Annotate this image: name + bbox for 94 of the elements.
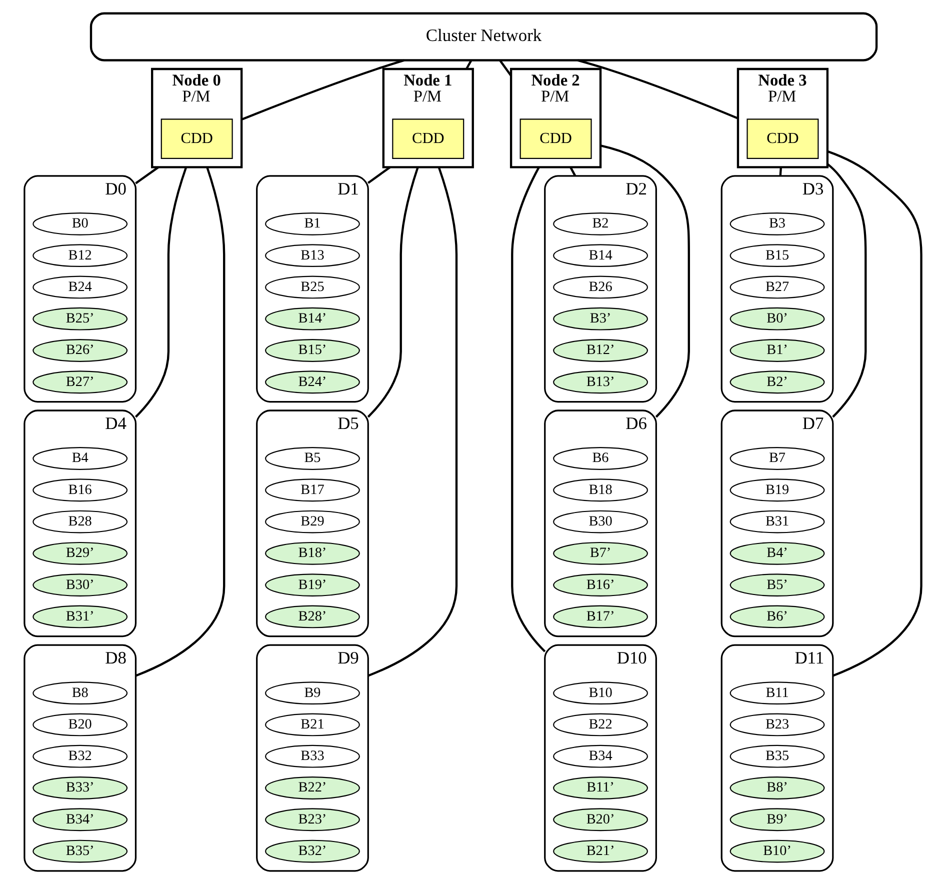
node-ellipse: B24’	[265, 370, 360, 394]
connector	[499, 59, 512, 76]
node-ellipse: B28	[32, 510, 128, 533]
node-ellipse: B9	[265, 681, 360, 704]
node-label: Node 2	[531, 70, 580, 89]
node-ellipse: B32	[32, 744, 128, 768]
node-ellipse: B4	[32, 446, 128, 470]
node-ellipse: B15	[730, 244, 825, 267]
node-ellipse: B14	[553, 244, 648, 267]
node-ellipse: B20	[32, 712, 128, 736]
connector	[368, 166, 458, 676]
node-ellipse: B23	[730, 712, 825, 736]
node-ellipse: B3’	[553, 306, 648, 330]
connector	[465, 60, 472, 70]
node-ellipse: B19’	[265, 573, 360, 596]
connector	[134, 166, 188, 418]
node-ellipse: B7’	[553, 541, 648, 564]
node-ellipse: B8	[32, 681, 128, 704]
node-ellipse: B11’	[553, 776, 648, 799]
node-ellipse: B8’	[730, 776, 825, 799]
connector	[826, 162, 867, 418]
node-ellipse: B35’	[32, 839, 128, 862]
node-ellipse: B29	[265, 510, 360, 533]
node-ellipse: B0	[32, 212, 128, 235]
connector	[135, 166, 226, 676]
node-ellipse: B25	[265, 275, 360, 298]
connector	[570, 166, 576, 176]
node-ellipse: B12	[32, 244, 128, 267]
node-ellipse: B1	[265, 212, 360, 235]
node-ellipse: B30’	[32, 573, 128, 596]
node-ellipse: B6’	[730, 604, 825, 628]
node-ellipse: B7	[730, 446, 825, 470]
node-ellipse: B34’	[32, 808, 128, 831]
node-ellipse: B13’	[553, 370, 648, 394]
node-ellipse: B2’	[730, 370, 825, 394]
node-ellipse: B13	[265, 244, 360, 267]
connector	[367, 166, 419, 418]
node-label: Node 3	[758, 70, 807, 89]
node-ellipse: B22’	[265, 776, 360, 799]
node-ellipse: B22	[553, 712, 648, 736]
node-ellipse: B33’	[32, 776, 128, 799]
node-ellipse: B5’	[730, 573, 825, 596]
node-ellipse: B1’	[730, 338, 825, 362]
node-ellipse: B21’	[553, 839, 648, 862]
node-ellipse: B17	[265, 478, 360, 502]
node-ellipse: B14’	[265, 306, 360, 330]
node-ellipse: B15’	[265, 338, 360, 362]
node-ellipse: B26’	[32, 338, 128, 362]
node-ellipse: B23’	[265, 808, 360, 831]
node-label: Node 1	[404, 70, 452, 89]
node-ellipse: B31	[730, 510, 825, 533]
node-ellipse: B35	[730, 744, 825, 768]
node-box: CDD	[746, 118, 819, 159]
node-ellipse: B16	[32, 478, 128, 502]
node-box: CDD	[520, 118, 592, 159]
node-ellipse: B18’	[265, 541, 360, 564]
node-ellipse: B12’	[553, 338, 648, 362]
node-ellipse: B24	[32, 275, 128, 298]
node-box: CDD	[160, 118, 233, 159]
node-ellipse: B10’	[730, 839, 825, 862]
node-box: CDD	[392, 118, 464, 159]
node-box: Cluster Network	[90, 12, 878, 61]
node-ellipse: B29’	[32, 541, 128, 564]
node-ellipse: B34	[553, 744, 648, 768]
node-ellipse: B11	[730, 681, 825, 704]
node-ellipse: B10	[553, 681, 648, 704]
node-ellipse: B33	[265, 744, 360, 768]
connector	[368, 166, 391, 184]
node-ellipse: B2	[553, 212, 648, 235]
node-ellipse: B4’	[730, 541, 825, 564]
node-ellipse: B18	[553, 478, 648, 502]
node-ellipse: B5	[265, 446, 360, 470]
node-label: Node 0	[172, 70, 221, 89]
node-ellipse: B27	[730, 275, 825, 298]
node-ellipse: B3	[730, 212, 825, 235]
connector	[600, 144, 690, 418]
node-ellipse: B31’	[32, 604, 128, 628]
node-ellipse: B26	[553, 275, 648, 298]
node-ellipse: B27’	[32, 370, 128, 394]
node-ellipse: B6	[553, 446, 648, 470]
node-ellipse: B19	[730, 478, 825, 502]
node-ellipse: B21	[265, 712, 360, 736]
node-ellipse: B25’	[32, 306, 128, 330]
node-ellipse: B0’	[730, 306, 825, 330]
node-ellipse: B20’	[553, 808, 648, 831]
connector	[779, 166, 782, 176]
node-ellipse: B17’	[553, 604, 648, 628]
node-ellipse: B30	[553, 510, 648, 533]
node-ellipse: B32’	[265, 839, 360, 862]
connector	[135, 166, 160, 184]
node-ellipse: B9’	[730, 808, 825, 831]
node-ellipse: B16’	[553, 573, 648, 596]
connector	[827, 150, 922, 676]
node-ellipse: B28’	[265, 604, 360, 628]
